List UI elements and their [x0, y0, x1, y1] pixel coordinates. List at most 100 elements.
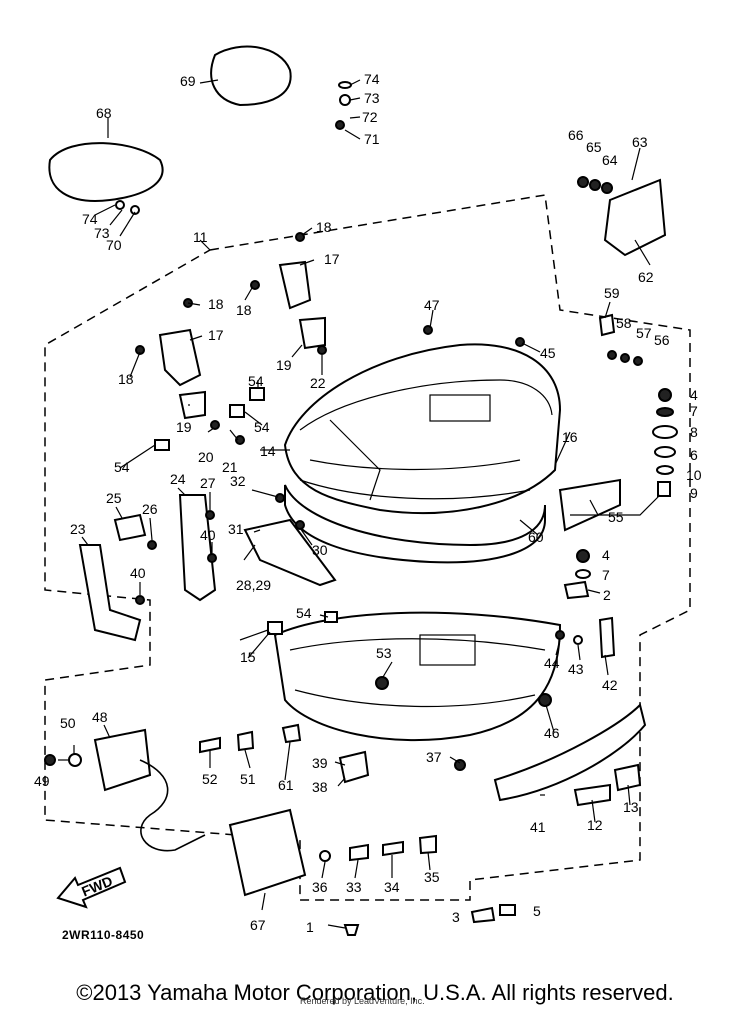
- callout: 65: [586, 139, 602, 155]
- lid-seal: [284, 484, 546, 564]
- callout: 30: [312, 542, 328, 558]
- callout: 58: [616, 315, 632, 331]
- callout: 52: [202, 771, 218, 787]
- callout: 54: [254, 419, 270, 435]
- callout: 23: [70, 521, 86, 537]
- callout: 74: [364, 71, 380, 87]
- callout: 68: [96, 105, 112, 121]
- callout: 44: [544, 655, 560, 671]
- callout: 47: [424, 297, 440, 313]
- callout: 31: [228, 521, 244, 537]
- callout: 46: [544, 725, 560, 741]
- latch-left: [78, 494, 337, 642]
- callout: 39: [312, 755, 328, 771]
- callout: 11: [193, 229, 208, 245]
- callout: 17: [324, 251, 340, 267]
- callout: 57: [636, 325, 652, 341]
- callout: 18: [316, 219, 332, 235]
- top-case-lid: [283, 343, 562, 515]
- callout: 5: [533, 903, 541, 919]
- callout-labels: 1 2 3 4 5 6 7 8 9 10 11 12 13 14 15 16 1…: [34, 71, 702, 935]
- callout: 28,29: [236, 577, 271, 593]
- callout: 61: [278, 777, 294, 793]
- assembly-boundary: [44, 194, 691, 901]
- callout: 32: [230, 473, 246, 489]
- light-unit: [44, 728, 206, 852]
- callout: 59: [604, 285, 620, 301]
- callout: 20: [198, 449, 214, 465]
- callout: 72: [362, 109, 378, 125]
- callout: 25: [106, 490, 122, 506]
- callout: 40: [130, 565, 146, 581]
- callout: 38: [312, 779, 328, 795]
- callout: 34: [384, 879, 400, 895]
- callout: 16: [562, 429, 578, 445]
- callout: 40: [200, 527, 216, 543]
- callout: 73: [364, 90, 380, 106]
- callout: 1: [306, 919, 314, 935]
- callout: 54: [114, 459, 130, 475]
- callout: 22: [310, 375, 326, 391]
- lock-assembly: [577, 176, 667, 257]
- callout: 70: [106, 237, 122, 253]
- callout: 69: [180, 73, 196, 89]
- callout: 35: [424, 869, 440, 885]
- callout: 53: [376, 645, 392, 661]
- callout: 14: [260, 443, 276, 459]
- storage-pocket: [228, 808, 307, 897]
- top-case-body: [273, 611, 562, 742]
- callout: 19: [176, 419, 192, 435]
- render-credit: Rendered by LeadVenture, Inc.: [300, 996, 425, 1006]
- callout: 10: [686, 467, 702, 483]
- callout: 43: [568, 661, 584, 677]
- callout: 56: [654, 332, 670, 348]
- callout: 2: [603, 587, 611, 603]
- callout: 21: [222, 459, 238, 475]
- rear-reflector-rail: [493, 478, 647, 807]
- backrest-pads: [48, 45, 292, 202]
- diagram-code: 2WR110-8450: [62, 928, 145, 942]
- callout: 18: [208, 296, 224, 312]
- callout: 45: [540, 345, 556, 361]
- callout: 17: [208, 327, 224, 343]
- callout: 42: [602, 677, 618, 693]
- forward-arrow-icon: FWD: [56, 866, 127, 909]
- callout: 54: [248, 373, 264, 389]
- callout: 4: [602, 547, 610, 563]
- leader-lines: [58, 79, 661, 929]
- callout: 64: [602, 152, 618, 168]
- callout: 3: [452, 909, 460, 925]
- callout: 48: [92, 709, 108, 725]
- callout: 18: [236, 302, 252, 318]
- callout: 37: [426, 749, 442, 765]
- callout: 4: [690, 387, 698, 403]
- copyright-notice: ©2013 Yamaha Motor Corporation, U.S.A. A…: [76, 980, 674, 1005]
- callout: 7: [602, 567, 610, 583]
- callout: 15: [240, 649, 256, 665]
- callout: 36: [312, 879, 328, 895]
- fasteners: [115, 81, 583, 936]
- callout: 66: [568, 127, 584, 143]
- callout: 60: [528, 529, 544, 545]
- callout: 26: [142, 501, 158, 517]
- fwd-label: FWD: [79, 873, 115, 900]
- callout: 41: [530, 819, 546, 835]
- callout: 50: [60, 715, 76, 731]
- callout: 51: [240, 771, 256, 787]
- callout: 62: [638, 269, 654, 285]
- callout: 55: [608, 509, 624, 525]
- callout: 73: [94, 225, 110, 241]
- callout: 6: [690, 447, 698, 463]
- callout: 74: [82, 211, 98, 227]
- callout: 19: [276, 357, 292, 373]
- callout: 24: [170, 471, 186, 487]
- callout: 49: [34, 773, 50, 789]
- callout: 9: [690, 485, 698, 501]
- callout: 13: [623, 799, 639, 815]
- callout: 63: [632, 134, 648, 150]
- callout: 33: [346, 879, 362, 895]
- callout: 27: [200, 475, 216, 491]
- callout: 67: [250, 917, 266, 933]
- callout: 18: [118, 371, 134, 387]
